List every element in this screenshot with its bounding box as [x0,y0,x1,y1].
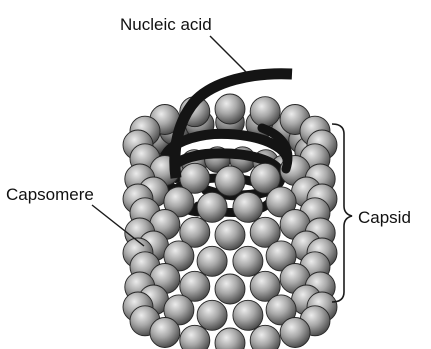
capsomere [163,294,195,326]
capsomere [249,324,281,349]
capsomere [249,270,281,302]
capsomere [214,165,246,197]
capsomere [232,245,264,277]
capsomere [279,317,311,348]
capsomere [196,299,228,331]
capsomere [196,245,228,277]
capsid-bracket [331,123,353,303]
nucleic-acid-label: Nucleic acid [120,15,212,34]
capsomere-label: Capsomere [6,185,94,204]
capsomere [232,299,264,331]
capsomere [179,324,211,349]
nucleic-acid-strand [169,68,293,179]
capsid-label: Capsid [358,208,411,227]
capsomere [179,162,211,194]
capsomere [196,191,228,223]
capsomere [265,186,297,218]
capsomere [163,240,195,272]
capsomere-leader-line [91,204,145,247]
capsomere [179,270,211,302]
capsid [122,93,338,349]
capsomere [265,240,297,272]
capsomere [249,162,281,194]
capsomere [163,186,195,218]
capsomere [214,273,246,305]
capsomere [214,93,246,125]
capsomere [249,216,281,248]
capsomere [232,191,264,223]
capsomere [214,327,246,349]
capsomere [249,96,281,128]
nucleic-acid-leader-line [209,35,247,73]
capsomere [149,317,181,348]
capsomere [179,216,211,248]
capsomere [214,219,246,251]
capsomere [265,294,297,326]
